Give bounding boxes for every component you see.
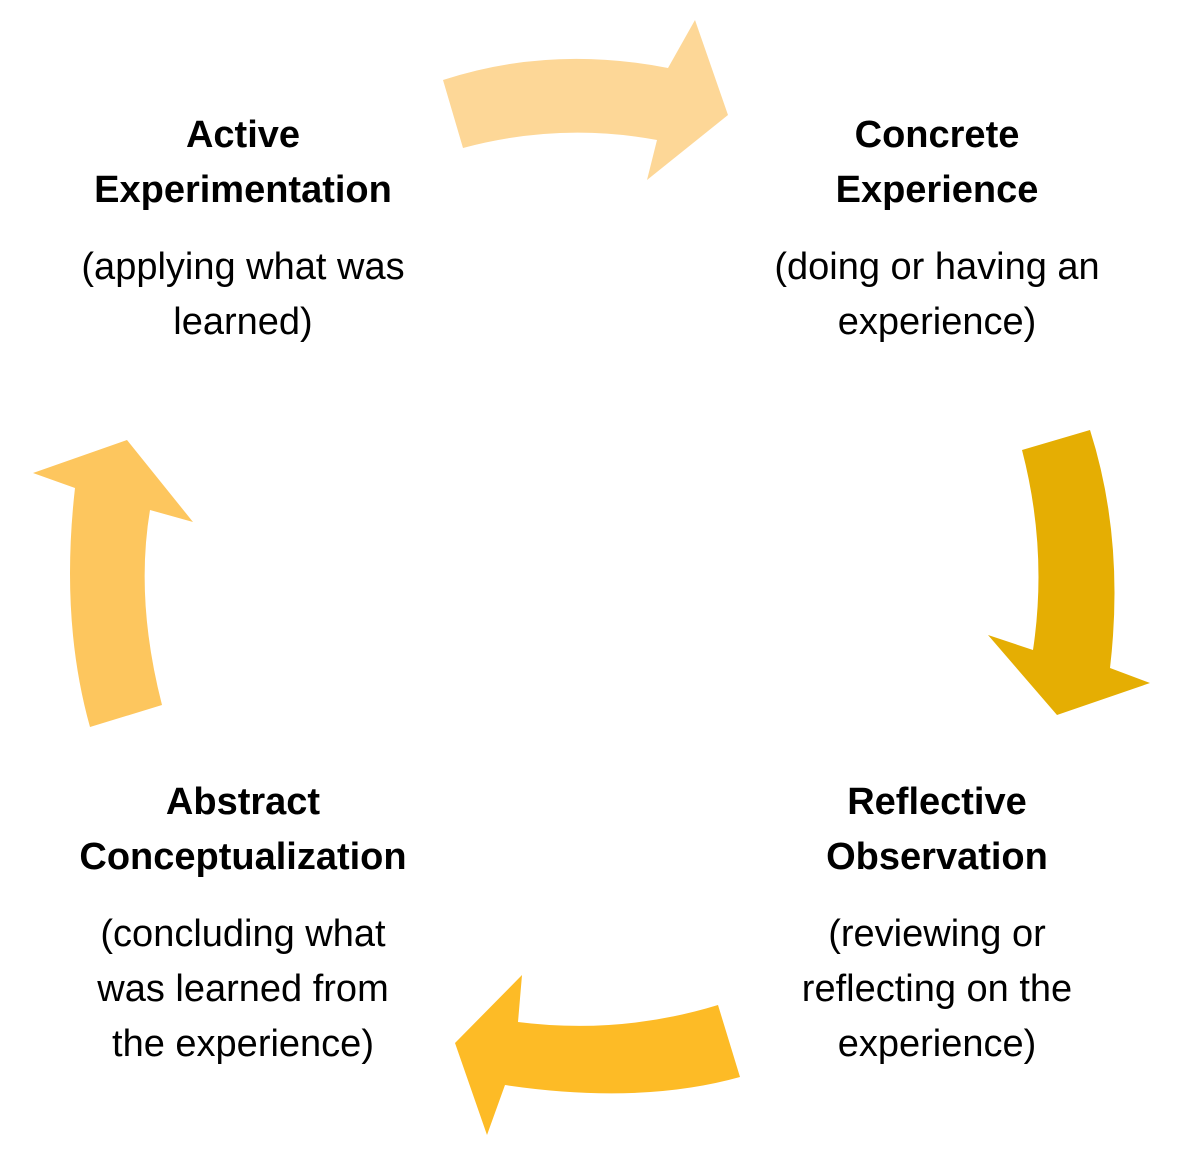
stage-title: Reflective Observation: [717, 775, 1157, 885]
desc-line: (doing or having an: [774, 246, 1100, 288]
desc-line: experience): [837, 301, 1037, 343]
stage-description: (reviewing or reflecting on the experien…: [717, 907, 1157, 1072]
stage-abstract-conceptualization: Abstract Conceptualization (concluding w…: [23, 775, 463, 1072]
stage-title: Abstract Conceptualization: [23, 775, 463, 885]
desc-line: learned): [173, 301, 313, 343]
stage-description: (applying what was learned): [23, 240, 463, 350]
desc-line: (concluding what: [100, 913, 386, 955]
arrow-abstract-to-active: [33, 440, 193, 727]
desc-line: reflecting on the: [801, 968, 1073, 1010]
title-line: Reflective: [847, 781, 1027, 823]
stage-concrete-experience: Concrete Experience (doing or having an …: [717, 108, 1157, 350]
arrow-active-to-concrete: [443, 20, 728, 180]
stage-active-experimentation: Active Experimentation (applying what wa…: [23, 108, 463, 350]
desc-line: (reviewing or: [828, 913, 1046, 955]
desc-line: was learned from: [97, 968, 389, 1010]
stage-title: Active Experimentation: [23, 108, 463, 218]
title-line: Experience: [835, 169, 1039, 211]
title-line: Experimentation: [94, 169, 392, 211]
desc-line: (applying what was: [81, 246, 405, 288]
title-line: Abstract: [165, 781, 321, 823]
stage-title: Concrete Experience: [717, 108, 1157, 218]
desc-line: experience): [837, 1023, 1037, 1065]
desc-line: the experience): [112, 1023, 374, 1065]
arrow-reflective-to-abstract: [455, 975, 740, 1135]
title-line: Observation: [826, 836, 1048, 878]
stage-reflective-observation: Reflective Observation (reviewing or ref…: [717, 775, 1157, 1072]
title-line: Active: [185, 114, 301, 156]
title-line: Conceptualization: [79, 836, 407, 878]
stage-description: (concluding what was learned from the ex…: [23, 907, 463, 1072]
arrow-concrete-to-reflective: [988, 430, 1150, 715]
stage-description: (doing or having an experience): [717, 240, 1157, 350]
title-line: Concrete: [854, 114, 1020, 156]
